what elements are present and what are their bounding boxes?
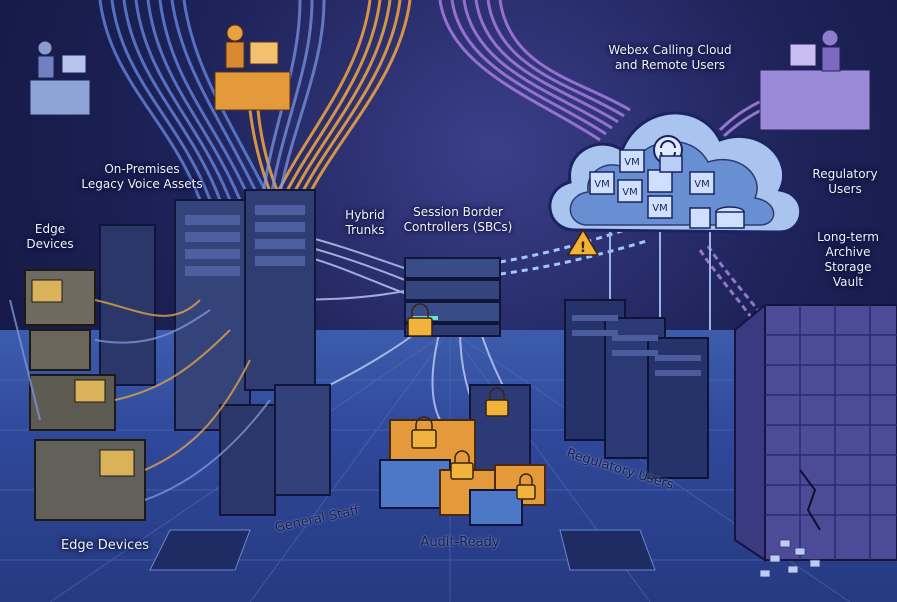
label-webex-cloud: Webex Calling Cloud and Remote Users	[585, 43, 755, 73]
warning-symbol: !	[580, 240, 586, 256]
cloud-vm-cubes	[589, 149, 745, 229]
archive-line4: Vault	[832, 275, 864, 289]
label-on-premises: On-Premises Legacy Voice Assets	[72, 162, 212, 192]
edge-devices-top-line2: Devices	[26, 237, 74, 251]
regulatory-servers	[564, 299, 709, 479]
cloud-uplinks	[609, 232, 711, 330]
label-sbc: Session Border Controllers (SBCs)	[398, 205, 518, 235]
on-premises-line1: On-Premises	[104, 162, 180, 176]
vm-label: VM	[694, 179, 709, 190]
cable-bundle-blue-left	[98, 0, 272, 201]
desk-user-orange	[214, 24, 291, 111]
archive-line2: Archive	[825, 245, 871, 259]
edge-devices-top-line1: Edge	[34, 222, 66, 236]
label-audit-ready: Audit-Ready	[420, 535, 500, 550]
cloud-vm-labels: VM VM VM VM VM	[594, 157, 709, 214]
webex-line2: and Remote Users	[614, 58, 726, 72]
vm-label: VM	[622, 187, 637, 198]
vm-label: VM	[652, 203, 667, 214]
on-premises-line2: Legacy Voice Assets	[81, 177, 203, 191]
sbc-line2: Controllers (SBCs)	[403, 220, 513, 234]
vm-label: VM	[594, 179, 609, 190]
regulatory-top-line2: Users	[828, 182, 862, 196]
hybrid-trunks-line2: Trunks	[345, 223, 385, 237]
cable-bundle-orange	[248, 0, 412, 206]
archive-vault	[734, 302, 897, 578]
archive-line3: Storage	[824, 260, 872, 274]
webex-line1: Webex Calling Cloud	[608, 43, 732, 57]
floor-vents	[149, 529, 656, 571]
label-regulatory-users-top: Regulatory Users	[800, 167, 890, 197]
cable-bundle-purple	[438, 0, 631, 142]
vm-label: VM	[624, 157, 639, 168]
label-edge-devices-bottom: Edge Devices	[60, 538, 150, 553]
archive-line1: Long-term	[817, 230, 879, 244]
edge-cables-blue	[9, 299, 271, 501]
audit-ready-boxes	[379, 384, 546, 526]
warning-icon: !	[566, 228, 600, 256]
server-racks-left	[99, 189, 331, 516]
label-hybrid-trunks: Hybrid Trunks	[330, 208, 400, 238]
label-edge-devices-top: Edge Devices	[20, 222, 80, 252]
label-archive-vault: Long-term Archive Storage Vault	[808, 230, 888, 290]
desk-user-left	[29, 40, 91, 116]
desk-user-regulatory	[759, 29, 871, 131]
lock-icon	[407, 303, 536, 500]
sbc-line1: Session Border	[413, 205, 503, 219]
edge-equipment	[24, 269, 146, 521]
regulatory-top-line1: Regulatory	[812, 167, 878, 181]
hybrid-trunks-line1: Hybrid	[345, 208, 385, 222]
edge-cables	[94, 299, 251, 471]
